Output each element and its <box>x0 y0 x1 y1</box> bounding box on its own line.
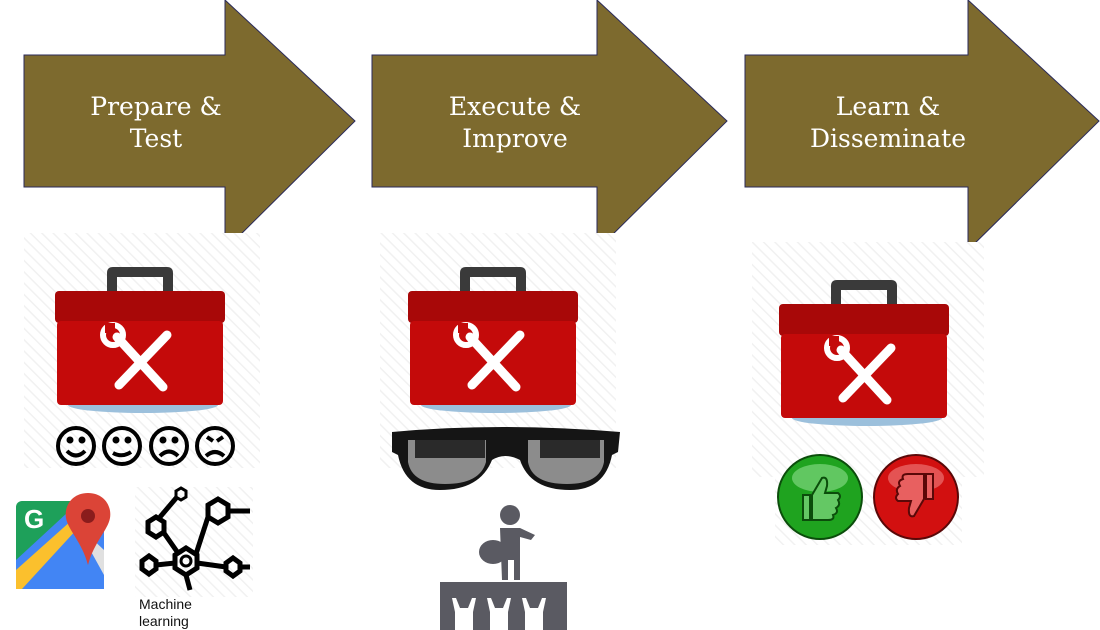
stage-1-title-line2: Test <box>129 124 183 153</box>
stage-2-title: Execute & Improve <box>405 91 625 155</box>
smart-glasses-icon <box>392 427 620 490</box>
arrow-stage-2 <box>371 0 728 252</box>
smiley-happy-icon <box>56 426 96 466</box>
stage-1-title-line1: Prepare & <box>90 92 222 121</box>
google-maps-icon: G <box>16 493 111 589</box>
machine-learning-label: Machine learning <box>139 596 192 630</box>
arrow-stage-3 <box>744 0 1100 252</box>
machine-learning-icon <box>135 486 253 597</box>
svg-text:G: G <box>24 504 44 534</box>
smiley-content-icon <box>102 426 142 466</box>
machine-learning-label-line2: learning <box>139 613 189 629</box>
thumbs-down-icon <box>873 454 959 540</box>
arrow-stage-1 <box>23 0 356 252</box>
stage-2-title-line1: Execute & <box>448 92 582 121</box>
stage-1-title: Prepare & Test <box>46 91 266 155</box>
thumbs-up-icon <box>777 454 863 540</box>
stage-3-title-line2: Disseminate <box>809 124 967 153</box>
stage-3-title-line1: Learn & <box>835 92 941 121</box>
smiley-angry-icon <box>195 426 235 466</box>
machine-learning-label-line1: Machine <box>139 596 192 612</box>
stage-3-title: Learn & Disseminate <box>778 91 998 155</box>
smiley-sad-icon <box>149 426 189 466</box>
stage-2-title-line2: Improve <box>462 124 568 153</box>
performer-audience-icon <box>440 505 567 630</box>
